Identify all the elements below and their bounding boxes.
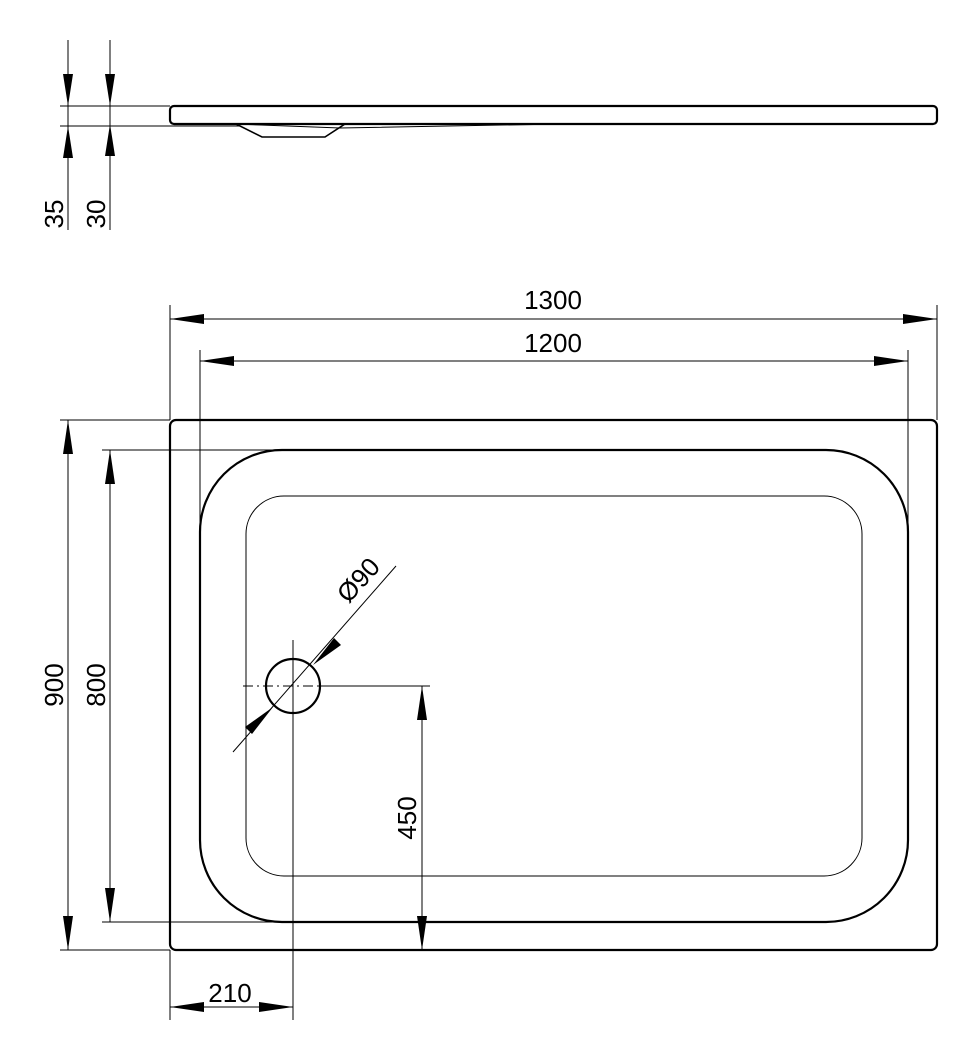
dim-arrow-800-bottom: [105, 888, 115, 922]
dim-arrow-1300-left: [170, 314, 204, 324]
dim-label-30: 30: [81, 200, 111, 229]
dim-arrow-30-bottom: [105, 124, 115, 156]
dim-arrow-1300-right: [903, 314, 937, 324]
dim-arrow-210-left: [170, 1002, 204, 1012]
side-view: 35 30: [39, 40, 939, 230]
dim-arrow-30-top: [105, 74, 115, 106]
dim-arrow-1200-left: [200, 356, 234, 366]
dim-arrow-35-top: [63, 74, 73, 106]
dim-arrow-450-bottom: [417, 916, 427, 950]
dim-label-900: 900: [39, 663, 69, 706]
dim-arrow-diameter-upper: [313, 638, 341, 665]
dim-label-1200: 1200: [524, 328, 582, 358]
plan-view: 1300 1200 900 800 450 210: [39, 285, 939, 1020]
dim-arrow-diameter-lower: [245, 707, 273, 734]
dim-label-1300: 1300: [524, 285, 582, 315]
dim-label-diameter: Ø90: [331, 552, 386, 609]
dim-arrow-900-bottom: [63, 916, 73, 950]
dim-label-800: 800: [81, 663, 111, 706]
side-profile-slope: [235, 123, 561, 129]
side-profile-tray: [168, 104, 939, 126]
dim-label-35: 35: [39, 200, 69, 229]
dim-arrow-210-right: [259, 1002, 293, 1012]
dim-label-210: 210: [208, 978, 251, 1008]
dim-arrow-35-bottom: [63, 126, 73, 158]
dim-arrow-900-top: [63, 420, 73, 454]
plan-outer-rim: [168, 418, 939, 952]
plan-basin-outline: [198, 448, 910, 924]
dim-arrow-800-top: [105, 450, 115, 484]
side-profile-drain: [235, 123, 346, 138]
dim-arrow-1200-right: [874, 356, 908, 366]
dim-label-450: 450: [392, 796, 422, 839]
dim-arrow-450-top: [417, 686, 427, 720]
